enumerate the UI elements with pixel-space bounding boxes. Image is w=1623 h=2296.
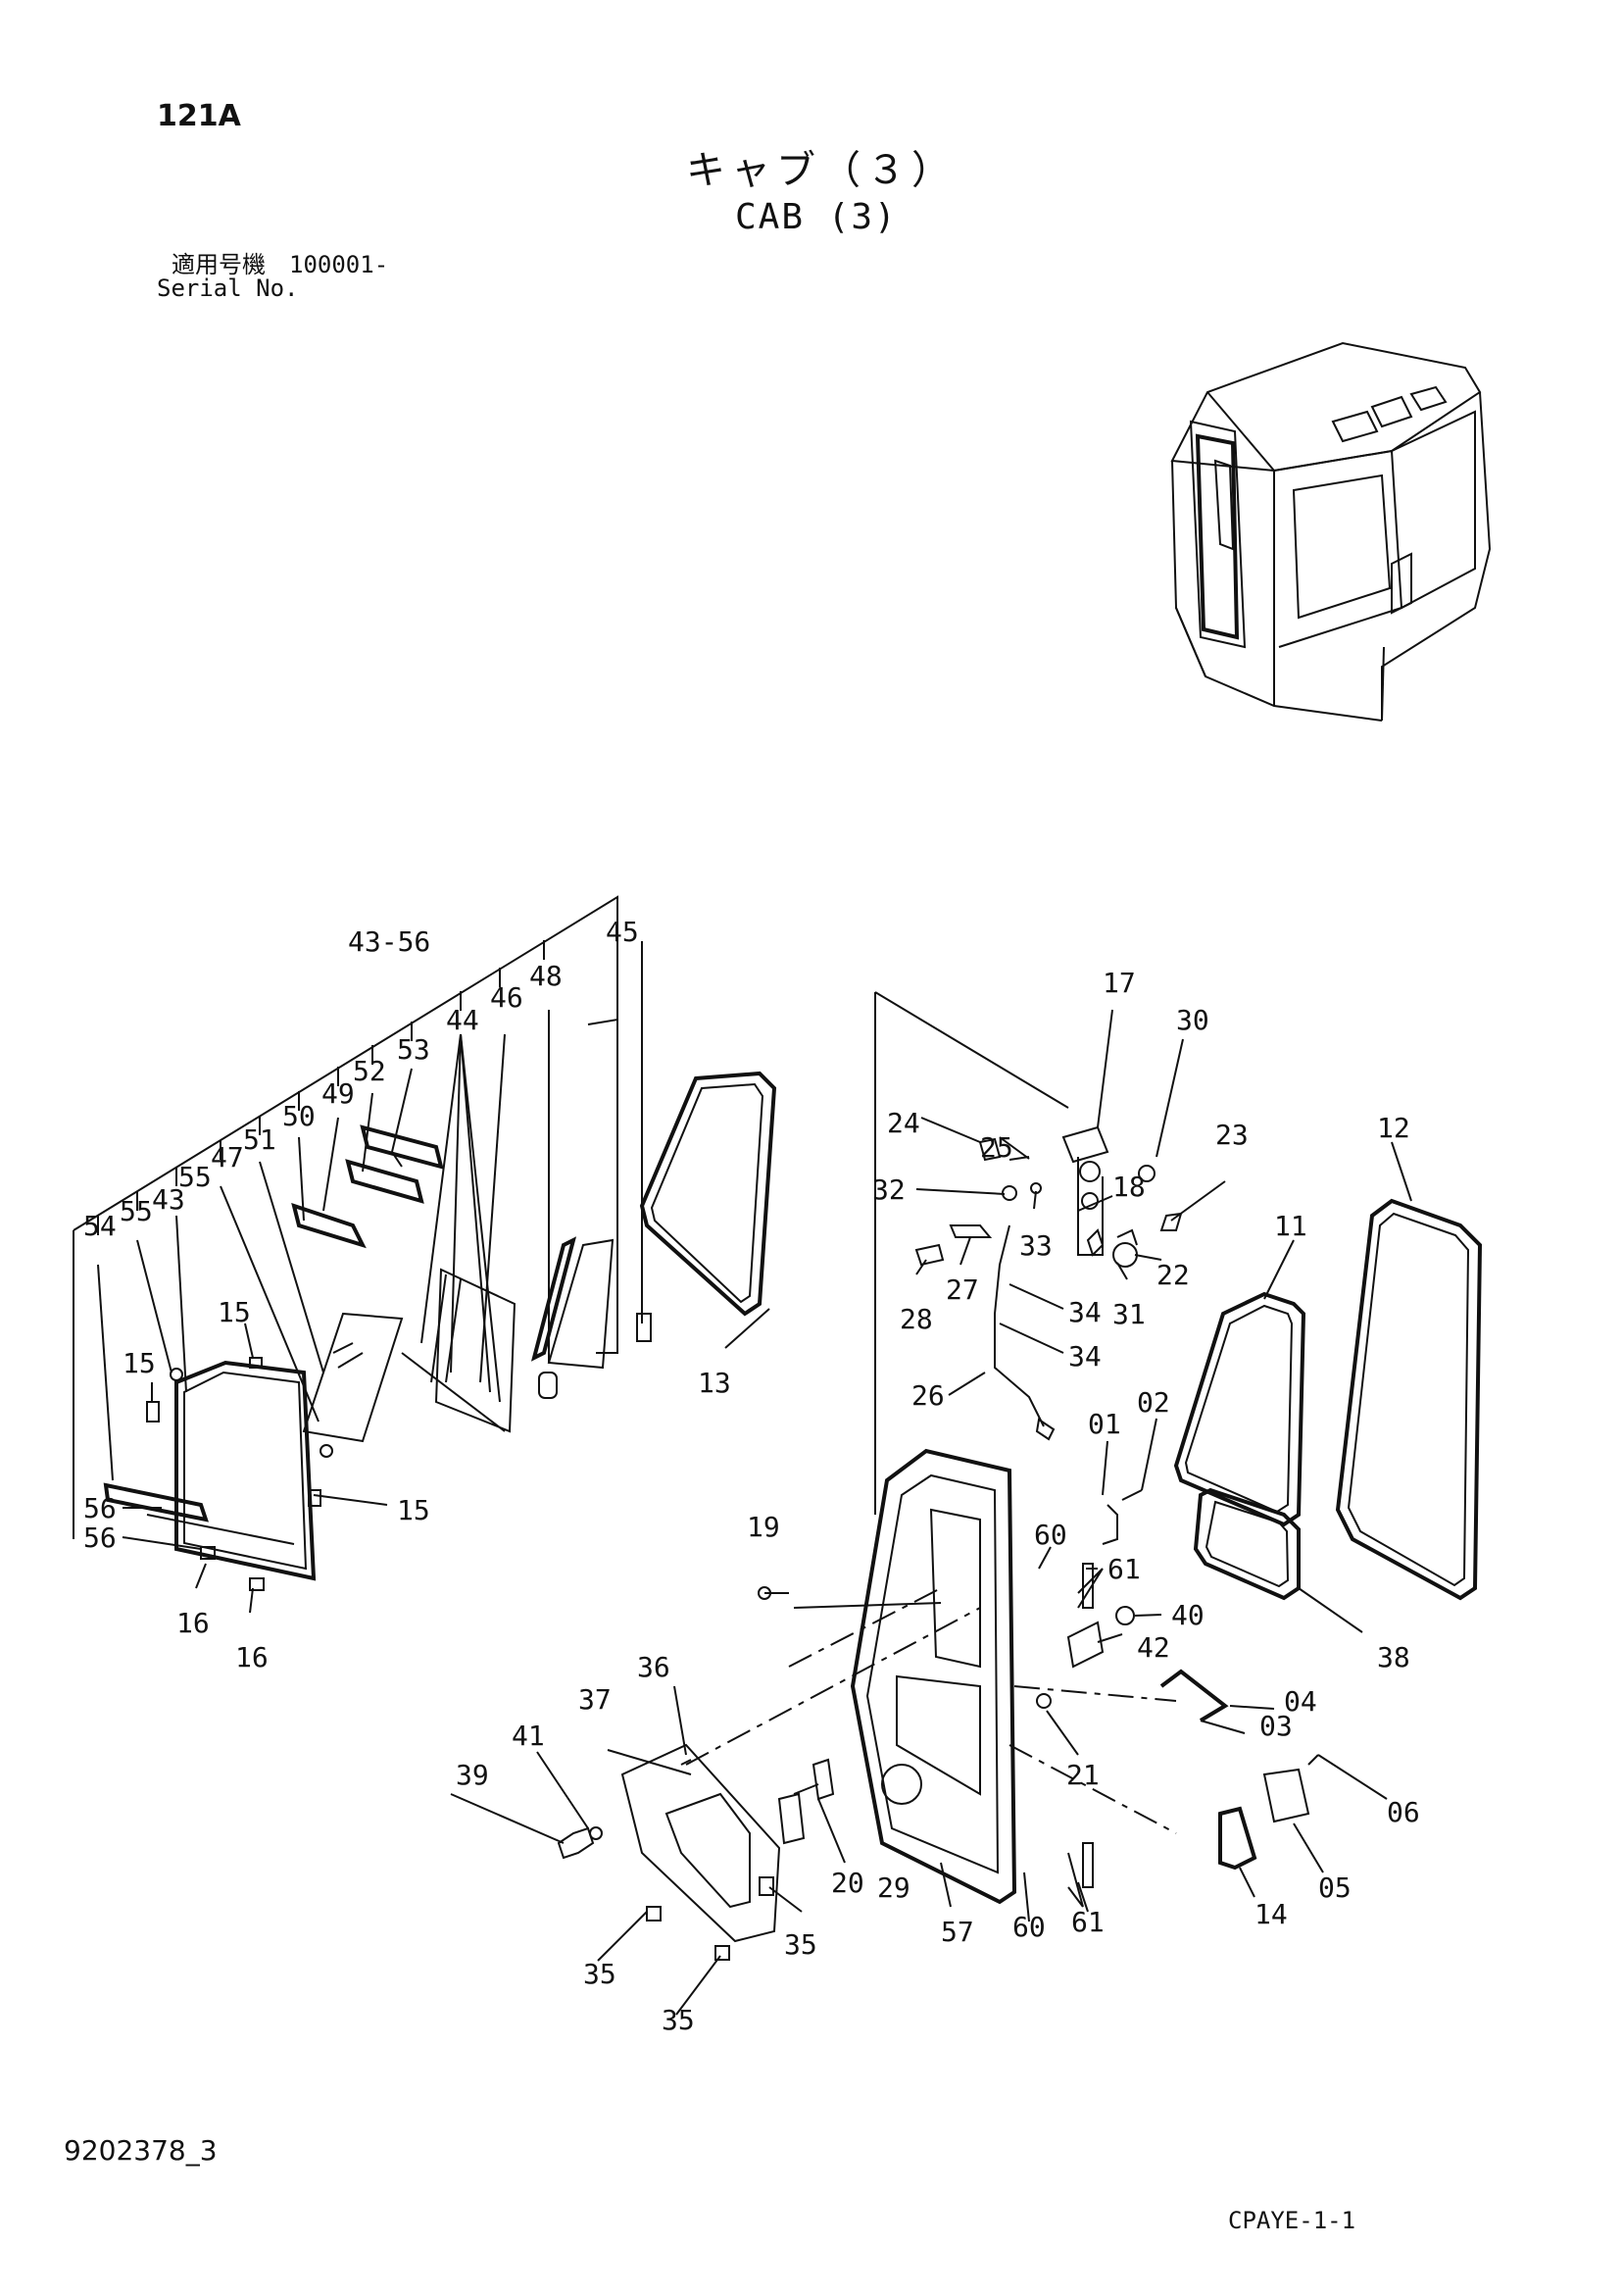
callout-15: 15 <box>218 1296 251 1328</box>
callout-05: 05 <box>1318 1872 1352 1904</box>
callout-39: 39 <box>456 1759 489 1791</box>
callout-35: 35 <box>784 1928 817 1961</box>
callout-26: 26 <box>911 1379 945 1412</box>
callout-14: 14 <box>1254 1898 1288 1930</box>
callout-55: 55 <box>120 1195 153 1227</box>
washer-41 <box>589 1826 603 1840</box>
callout-30: 30 <box>1176 1004 1209 1036</box>
footer-page-code: CPAYE-1-1 <box>1228 2207 1356 2234</box>
latch-group <box>874 991 1183 1515</box>
seal-11 <box>1173 1291 1306 1527</box>
callout-17: 17 <box>1103 967 1136 999</box>
callout-01: 01 <box>1088 1408 1121 1440</box>
hinge-60 <box>1082 1563 1094 1609</box>
callout-36: 36 <box>637 1651 670 1683</box>
callout-50: 50 <box>282 1100 316 1132</box>
shackle-39 <box>557 1826 595 1860</box>
callout-52: 52 <box>353 1055 386 1087</box>
callout-35: 35 <box>583 1958 616 1990</box>
callout-61: 61 <box>1071 1906 1105 1938</box>
callout-23: 23 <box>1215 1119 1249 1151</box>
callout-43-56: 43-56 <box>348 925 430 958</box>
bracket-01 <box>1102 1504 1118 1545</box>
document-number: 9202378_3 <box>64 2134 218 2167</box>
callout-03: 03 <box>1259 1710 1293 1742</box>
serial-label-english: Serial No. <box>157 275 299 302</box>
cap-35 <box>759 1876 774 1896</box>
callout-20: 20 <box>831 1867 864 1899</box>
callout-49: 49 <box>321 1077 355 1110</box>
callout-42: 42 <box>1137 1631 1170 1664</box>
callout-46: 46 <box>490 981 523 1014</box>
callout-44: 44 <box>446 1004 479 1036</box>
callout-21: 21 <box>1066 1759 1100 1791</box>
cab-overview-illustration <box>1170 341 1492 722</box>
callout-13: 13 <box>698 1367 731 1399</box>
plate-37 <box>620 1743 781 1943</box>
seal-13 <box>639 1071 777 1317</box>
callout-31: 31 <box>1112 1298 1146 1330</box>
callout-56: 56 <box>83 1522 117 1554</box>
callout-34: 34 <box>1068 1340 1102 1373</box>
latch-20 <box>777 1792 806 1845</box>
callout-24: 24 <box>887 1107 920 1139</box>
callout-15: 15 <box>123 1347 156 1379</box>
callout-54: 54 <box>83 1210 117 1242</box>
callout-60: 60 <box>1012 1911 1046 1943</box>
callout-33: 33 <box>1019 1229 1053 1262</box>
bracket-42 <box>1066 1621 1105 1669</box>
callout-34: 34 <box>1068 1296 1102 1328</box>
callout-60: 60 <box>1034 1519 1067 1551</box>
callout-53: 53 <box>397 1033 430 1066</box>
title-japanese: キャブ（３） <box>686 148 957 193</box>
serial-label-japanese: 適用号機 100001- <box>172 251 389 278</box>
callout-51: 51 <box>243 1123 276 1156</box>
plate-05 <box>1262 1768 1310 1823</box>
seal-38 <box>1193 1487 1301 1601</box>
page-code: 121A <box>157 99 241 133</box>
door-frame-57 <box>685 1448 1177 1905</box>
callout-16: 16 <box>235 1641 269 1673</box>
callout-12: 12 <box>1377 1112 1410 1144</box>
title-english: CAB (3) <box>735 197 898 237</box>
callout-27: 27 <box>946 1273 979 1306</box>
callout-37: 37 <box>578 1683 612 1716</box>
callout-61: 61 <box>1107 1553 1141 1585</box>
callout-04: 04 <box>1284 1685 1317 1718</box>
callout-labels: 01 02 03 04 05 06 11 12 13 14 15 15 15 1… <box>83 916 1420 2036</box>
callout-19: 19 <box>747 1511 780 1543</box>
callout-leaders <box>97 941 1412 2016</box>
callout-55: 55 <box>178 1161 212 1193</box>
bolt-19 <box>758 1586 771 1600</box>
callout-18: 18 <box>1112 1171 1146 1203</box>
callout-40: 40 <box>1171 1599 1205 1631</box>
callout-16: 16 <box>176 1607 210 1639</box>
seal-14 <box>1218 1806 1257 1871</box>
callout-15: 15 <box>397 1494 430 1526</box>
handle-03 <box>1159 1669 1229 1722</box>
callout-29: 29 <box>877 1872 910 1904</box>
callout-25: 25 <box>980 1131 1013 1164</box>
callout-11: 11 <box>1274 1210 1307 1242</box>
callout-43: 43 <box>152 1183 185 1216</box>
callout-38: 38 <box>1377 1641 1410 1673</box>
callout-06: 06 <box>1387 1796 1420 1828</box>
callout-47: 47 <box>211 1141 244 1173</box>
lock-29 <box>812 1758 835 1801</box>
callout-22: 22 <box>1156 1259 1190 1291</box>
callout-57: 57 <box>941 1916 974 1948</box>
callout-45: 45 <box>606 916 639 948</box>
window-assembly-43-56 <box>73 895 652 1591</box>
callout-35: 35 <box>662 2004 695 2036</box>
seal-12 <box>1335 1198 1483 1601</box>
callout-41: 41 <box>512 1720 545 1752</box>
callout-56: 56 <box>83 1492 117 1524</box>
callout-28: 28 <box>900 1303 933 1335</box>
callout-32: 32 <box>872 1173 906 1206</box>
nut-21 <box>1036 1693 1052 1709</box>
cap-40 <box>1115 1606 1135 1625</box>
callout-02: 02 <box>1137 1386 1170 1419</box>
callout-48: 48 <box>529 960 563 992</box>
